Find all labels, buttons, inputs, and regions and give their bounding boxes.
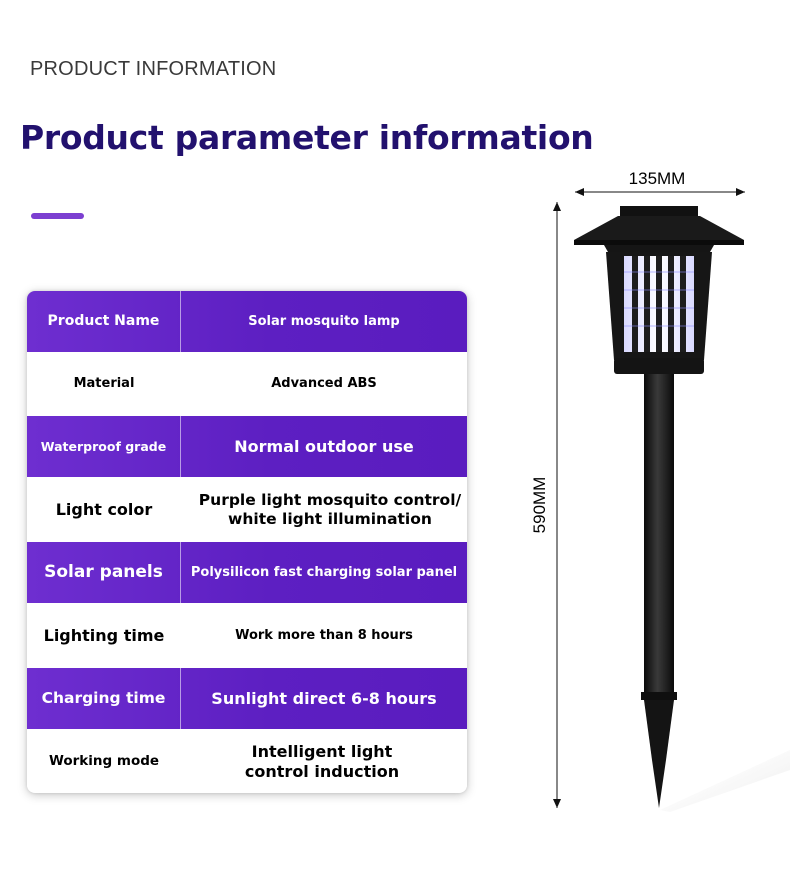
width-label: 135MM (629, 169, 686, 188)
row-value: Sunlight direct 6-8 hours (211, 688, 437, 708)
row-value: Intelligent light control induction (244, 742, 400, 781)
row-value: Work more than 8 hours (235, 627, 413, 643)
section-eyebrow: PRODUCT INFORMATION (30, 58, 277, 80)
row-label: Product Name (27, 291, 181, 352)
table-row: Light color Purple light mosquito contro… (27, 479, 467, 540)
light-streak (660, 750, 790, 812)
table-row: Waterproof grade Normal outdoor use (27, 416, 467, 477)
row-label: Material (73, 375, 135, 391)
row-label: Charging time (27, 668, 181, 729)
row-label: Waterproof grade (27, 416, 181, 477)
row-label: Solar panels (27, 542, 181, 603)
row-label: Light color (55, 499, 153, 519)
row-value: Advanced ABS (271, 375, 377, 391)
table-row: Charging time Sunlight direct 6-8 hours (27, 668, 467, 729)
height-dimension: 590MM (530, 202, 561, 808)
row-label: Lighting time (43, 625, 165, 645)
table-row: Material Advanced ABS (27, 353, 467, 414)
lamp-pole (641, 374, 677, 808)
width-dimension: 135MM (575, 169, 745, 196)
lamp-head (574, 206, 744, 374)
page-title: Product parameter information (20, 118, 594, 157)
table-row: Working mode Intelligent light control i… (27, 731, 467, 792)
row-value: Normal outdoor use (234, 436, 414, 456)
height-label: 590MM (530, 477, 549, 534)
row-label: Working mode (48, 753, 160, 770)
parameter-table: Product Name Solar mosquito lamp Materia… (27, 291, 467, 793)
table-row: Solar panels Polysilicon fast charging s… (27, 542, 467, 603)
lamp-illustration: 135MM 590MM (530, 169, 790, 812)
title-underline (31, 213, 84, 219)
row-value: Polysilicon fast charging solar panel (190, 564, 458, 580)
row-value: Solar mosquito lamp (248, 313, 400, 329)
row-value: Purple light mosquito control/ white lig… (198, 490, 462, 528)
table-row: Lighting time Work more than 8 hours (27, 605, 467, 666)
table-row: Product Name Solar mosquito lamp (27, 291, 467, 352)
